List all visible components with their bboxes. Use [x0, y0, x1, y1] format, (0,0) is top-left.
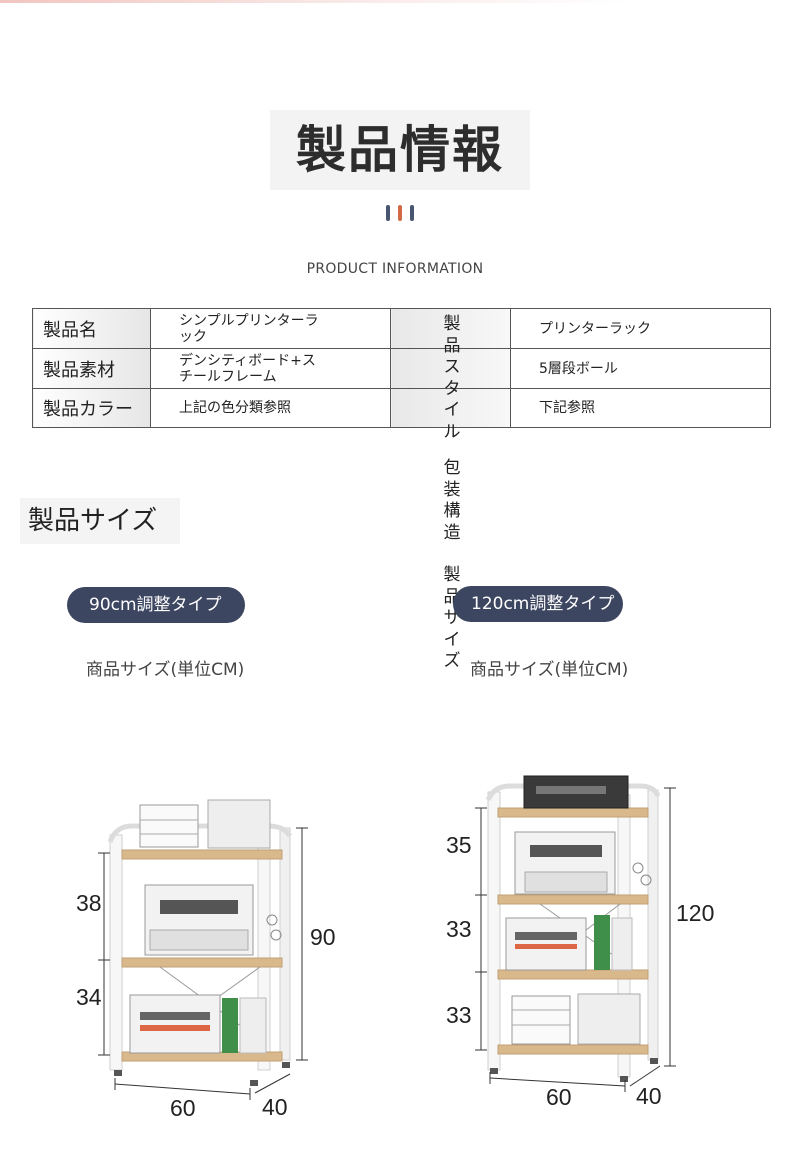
value-text: デンシティボード+ス チールフレーム	[179, 352, 316, 385]
label-cell-style	[390, 308, 511, 349]
vertical-label-packaging: 包装構造	[443, 458, 461, 543]
decoration-bar-3	[410, 205, 414, 221]
value-size: 下記参照	[510, 388, 771, 428]
decoration-bar-1	[386, 205, 390, 221]
type-badge-120cm: 120cm調整タイプ	[453, 586, 623, 622]
dim-height-right: 120	[676, 900, 715, 926]
value-style: プリンターラック	[510, 308, 771, 349]
rack-90cm-image	[98, 799, 308, 1100]
size-section-heading: 製品サイズ	[20, 498, 180, 544]
value-material: デンシティボード+ス チールフレーム	[150, 348, 391, 389]
rack-120cm-image	[475, 775, 676, 1092]
label-cell-size	[390, 388, 511, 428]
dim-shelf1-right: 35	[446, 832, 472, 858]
dim-shelf2-right: 33	[446, 916, 472, 942]
page-subtitle: PRODUCT INFORMATION	[306, 261, 484, 277]
dim-depth-right: 40	[636, 1083, 662, 1109]
value-color: 上記の色分類参照	[150, 388, 391, 428]
label-material: 製品素材	[32, 348, 151, 389]
dim-width-right: 60	[546, 1084, 572, 1110]
dim-depth-left: 40	[262, 1094, 288, 1120]
type-badge-90cm: 90cm調整タイプ	[67, 587, 245, 623]
dim-shelf2-left: 34	[76, 984, 102, 1010]
dim-shelf1-left: 38	[76, 890, 102, 916]
unit-label-right: 商品サイズ(単位CM)	[470, 660, 629, 680]
label-color: 製品カラー	[32, 388, 151, 428]
dim-height-left: 90	[310, 924, 336, 950]
value-packaging: 5層段ボール	[510, 348, 771, 389]
dim-width-left: 60	[170, 1095, 196, 1121]
product-info-table: 製品名 シンプルプリンターラ ック プリンターラック 製品素材 デンシティボード…	[32, 308, 771, 428]
dim-shelf3-right: 33	[446, 1002, 472, 1028]
decoration-bar-2	[398, 205, 402, 221]
title-decoration	[384, 205, 424, 221]
page-title: 製品情報	[270, 110, 530, 190]
table-row: 製品名 シンプルプリンターラ ック プリンターラック	[32, 308, 771, 349]
unit-label-left: 商品サイズ(単位CM)	[86, 660, 245, 680]
table-row: 製品カラー 上記の色分類参照 下記参照	[32, 388, 771, 428]
vertical-label-style: 製品スタイル	[443, 314, 461, 442]
value-text: シンプルプリンターラ ック	[179, 312, 319, 345]
top-accent-line	[0, 0, 790, 3]
table-row: 製品素材 デンシティボード+ス チールフレーム 5層段ボール	[32, 348, 771, 389]
label-cell-packaging	[390, 348, 511, 389]
